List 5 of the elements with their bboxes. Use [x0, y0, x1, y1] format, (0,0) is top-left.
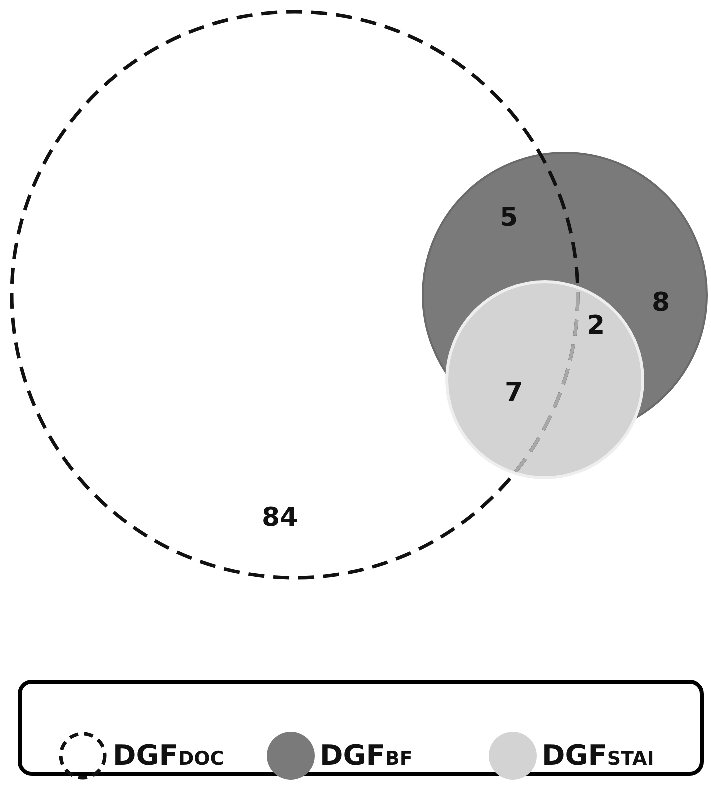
region-count: 5: [500, 205, 518, 231]
region-count: 7: [505, 380, 524, 406]
region-count: 84: [262, 505, 298, 531]
region-count: 8: [652, 290, 670, 316]
region-count: 2: [587, 313, 606, 339]
